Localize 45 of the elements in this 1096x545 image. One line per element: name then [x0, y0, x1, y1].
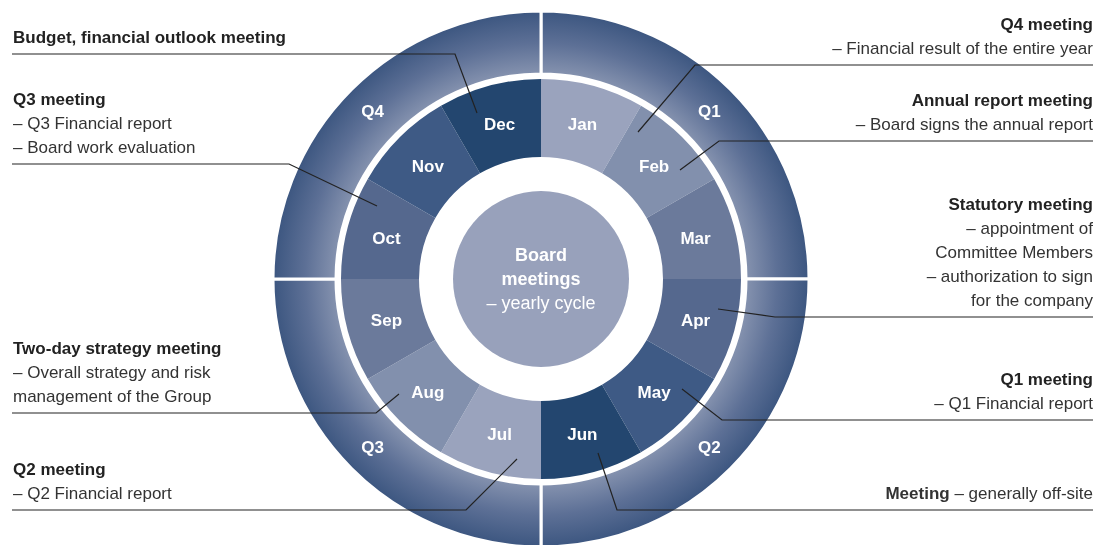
- callout-text: Budget, financial outlook meeting: [13, 27, 286, 49]
- quarter-label: Q2: [697, 438, 721, 458]
- month-label: Jul: [487, 424, 512, 444]
- callout-note: – Financial result of the entire year: [832, 38, 1093, 60]
- leader-line: [11, 458, 518, 511]
- callout-text: Meeting – generally off-site: [885, 483, 1093, 505]
- callout-heading: Q1 meeting: [1000, 369, 1093, 391]
- callout-note: – appointment of Committee Members: [934, 218, 1093, 264]
- leader-line: [11, 163, 378, 207]
- month-label: Dec: [484, 115, 516, 135]
- callout-heading: Statutory meeting: [948, 194, 1093, 216]
- callout-note: – Overall strategy and risk management of the Group: [13, 362, 213, 408]
- month-label: Jun: [567, 424, 598, 444]
- callout-heading: Q2 meeting: [13, 459, 106, 481]
- leader-line: [637, 64, 1094, 133]
- callout-note: – Board signs the annual report: [855, 114, 1093, 136]
- callout-heading: Q3 meeting: [13, 89, 106, 111]
- quarter-label: Q3: [361, 438, 385, 458]
- leader-line: [11, 53, 478, 114]
- callout-note: – authorization to sign for the company: [925, 266, 1093, 312]
- callout-note: – Board work evaluation: [13, 137, 196, 159]
- quarter-label: Q4: [361, 101, 385, 121]
- month-label: Jan: [567, 115, 598, 135]
- callout-heading: Q4 meeting: [1000, 14, 1093, 36]
- leader-line: [717, 308, 1094, 318]
- callout-note: – Q2 Financial report: [13, 483, 172, 505]
- leader-line: [11, 393, 400, 414]
- month-label: Apr: [680, 311, 711, 331]
- leader-line: [679, 140, 1094, 171]
- month-label: Oct: [372, 228, 401, 248]
- callout-heading: Two-day strategy meeting: [13, 338, 222, 360]
- quarter-label: Q1: [697, 101, 721, 121]
- month-label: Mar: [680, 228, 711, 248]
- leader-line: [597, 452, 1094, 511]
- month-label: Nov: [411, 156, 444, 176]
- month-label: Feb: [639, 156, 670, 176]
- callout-heading: Annual report meeting: [911, 90, 1093, 112]
- center-title: Board meetings: [500, 244, 582, 291]
- month-label: Aug: [411, 383, 445, 403]
- leader-line: [681, 388, 1094, 421]
- callout-note: – Q3 Financial report: [13, 113, 172, 135]
- month-label: Sep: [370, 311, 403, 331]
- callout-note: – Q1 Financial report: [934, 393, 1093, 415]
- month-label: May: [637, 383, 671, 403]
- center-subtitle: – yearly cycle: [486, 292, 596, 315]
